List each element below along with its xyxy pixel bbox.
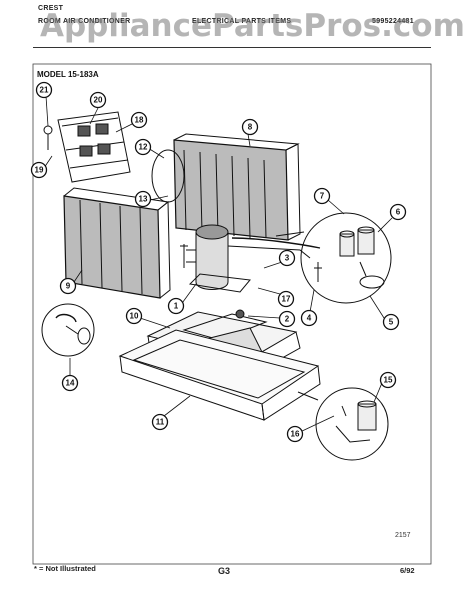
- diagram-frame: [32, 63, 432, 565]
- detail-leader-upper: [275, 231, 305, 237]
- callout-4: 4: [300, 309, 318, 327]
- callout-label: 13: [139, 195, 148, 204]
- callout-label: 6: [396, 208, 401, 217]
- compressor: [180, 224, 311, 293]
- revision-date: 6/92: [400, 566, 415, 575]
- callout-label: 14: [66, 379, 75, 388]
- callout-label: 12: [139, 143, 148, 152]
- callout-21: 21: [35, 81, 53, 99]
- callout-20: 20: [89, 91, 107, 109]
- detail-leader-lower: [297, 391, 319, 401]
- callout-15: 15: [379, 371, 397, 389]
- bracket-detail: [41, 303, 95, 357]
- callout-7: 7: [313, 187, 331, 205]
- header-rule: [33, 47, 431, 48]
- brand-label: CREST: [38, 5, 64, 12]
- callout-label: 2: [285, 315, 290, 324]
- callout-16: 16: [286, 425, 304, 443]
- callout-label: 3: [285, 254, 290, 263]
- callout-label: 20: [94, 96, 103, 105]
- callout-1: 1: [167, 297, 185, 315]
- callout-label: 8: [248, 123, 253, 132]
- callout-9: 9: [59, 277, 77, 295]
- callout-11: 11: [151, 413, 169, 431]
- not-illustrated-legend: * = Not Illustrated: [34, 564, 96, 573]
- drawing-code: 2157: [395, 532, 411, 539]
- callout-18: 18: [130, 111, 148, 129]
- callout-label: 1: [174, 302, 179, 311]
- page-number: G3: [218, 566, 231, 576]
- chassis-frame: [118, 329, 321, 421]
- callout-label: 10: [130, 312, 139, 321]
- callout-13: 13: [134, 190, 152, 208]
- callout-label: 15: [384, 376, 393, 385]
- callout-2: 2: [278, 310, 296, 328]
- callout-5: 5: [382, 313, 400, 331]
- evaporator-coil: [63, 187, 171, 299]
- callout-label: 16: [291, 430, 300, 439]
- part-number: 5995224481: [372, 18, 414, 25]
- model-label: MODEL 15-183A: [37, 70, 99, 79]
- callout-label: 21: [40, 86, 49, 95]
- capacitor-detail: [300, 212, 392, 304]
- refrigerant-line: [231, 237, 321, 249]
- callout-label: 19: [35, 166, 44, 175]
- callout-label: 4: [307, 314, 312, 323]
- callout-label: 7: [320, 192, 325, 201]
- callout-label: 18: [135, 116, 144, 125]
- callout-17: 17: [277, 290, 295, 308]
- callout-label: 9: [66, 282, 71, 291]
- callout-label: 5: [389, 318, 394, 327]
- condenser-coil: [173, 133, 301, 241]
- product-subtitle: ROOM AIR CONDITIONER: [38, 18, 131, 25]
- callout-6: 6: [389, 203, 407, 221]
- callout-label: 17: [282, 295, 291, 304]
- callout-12: 12: [134, 138, 152, 156]
- callout-label: 11: [156, 418, 165, 427]
- callout-10: 10: [125, 307, 143, 325]
- callout-8: 8: [241, 118, 259, 136]
- section-title: ELECTRICAL PARTS ITEMS: [192, 18, 292, 25]
- callout-3: 3: [278, 249, 296, 267]
- control-bracket: [43, 111, 131, 183]
- callout-19: 19: [30, 161, 48, 179]
- overload-detail: [315, 387, 389, 461]
- callout-14: 14: [61, 374, 79, 392]
